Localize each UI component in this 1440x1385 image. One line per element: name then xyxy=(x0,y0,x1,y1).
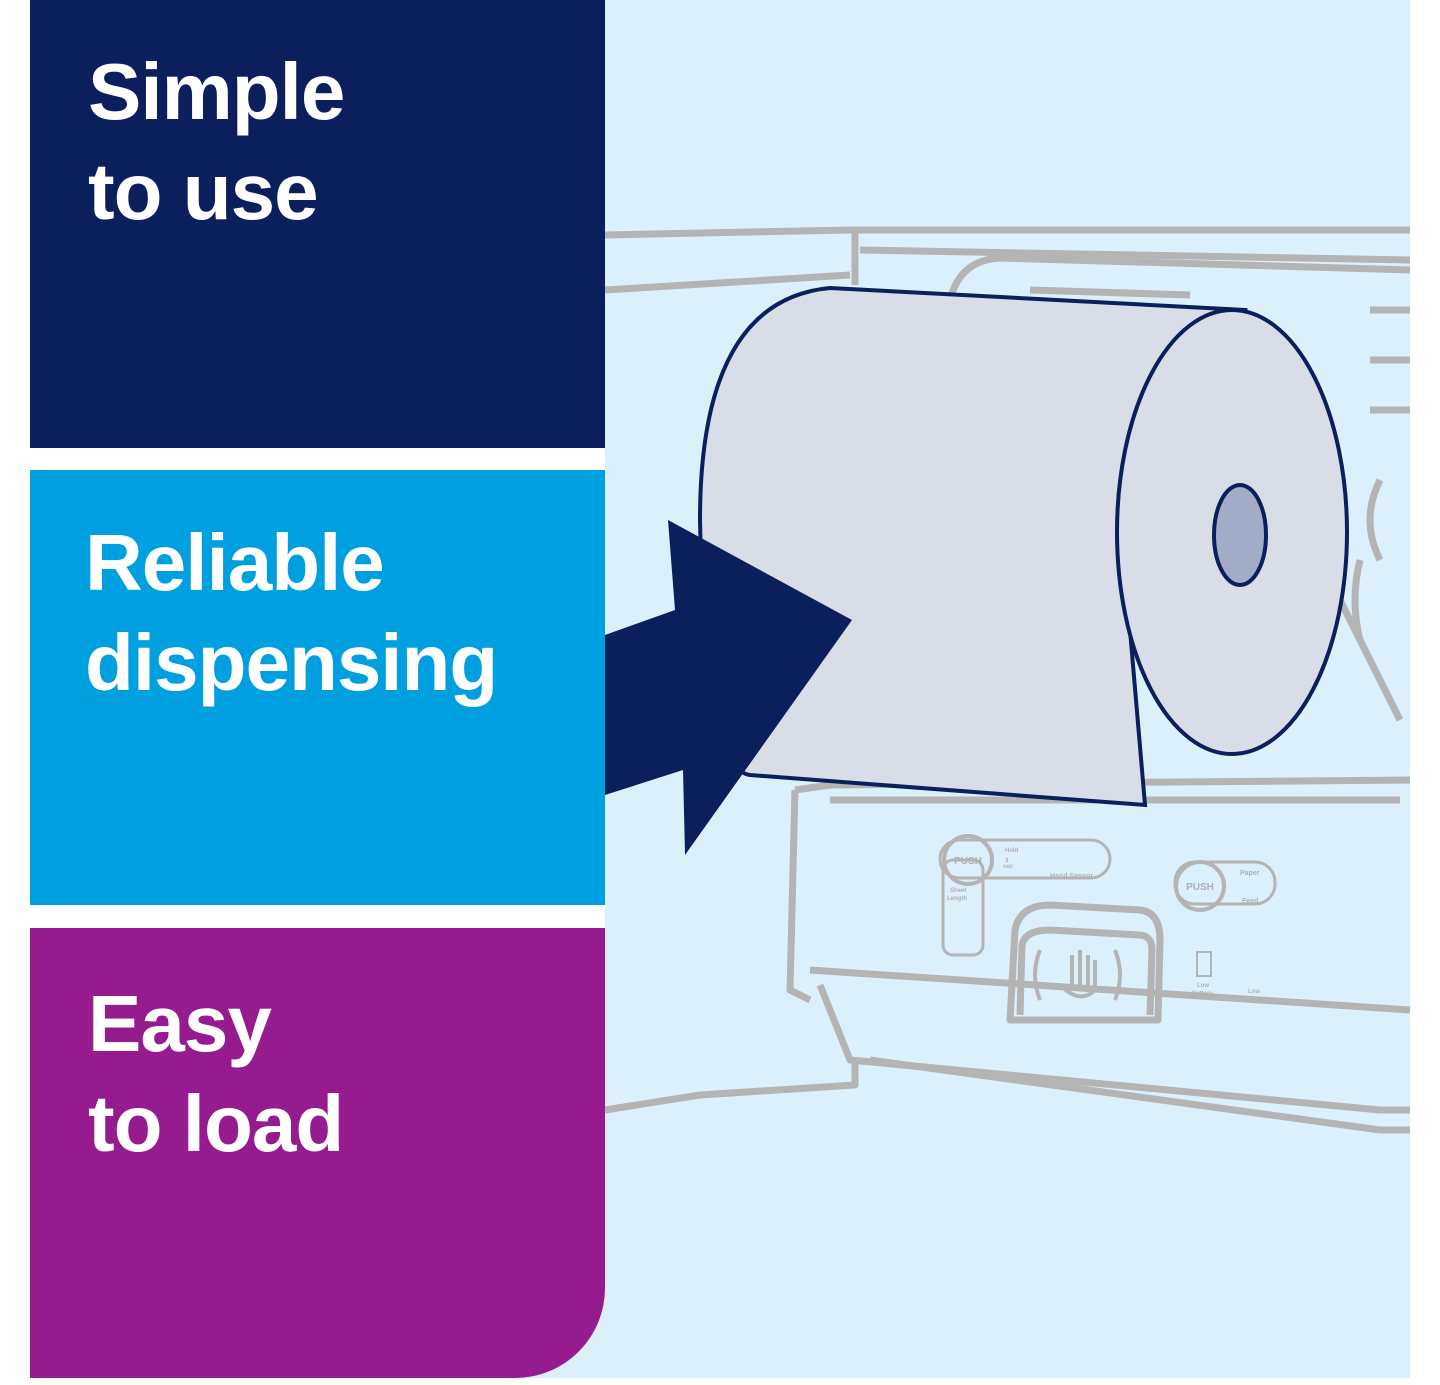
hold-unit: sec xyxy=(1003,864,1014,870)
battery-icon xyxy=(1196,951,1212,977)
arrow-right-icon xyxy=(605,520,852,855)
paper-label: Paper xyxy=(1240,870,1260,877)
sheet-label: Sheet xyxy=(950,888,966,894)
feature-subtitle: to use xyxy=(88,147,319,236)
divider xyxy=(30,905,605,928)
low-roll-label: Low xyxy=(1248,989,1260,995)
divider xyxy=(30,448,605,470)
feature-title: Easy xyxy=(88,979,272,1068)
feature-title: Reliable xyxy=(85,518,385,607)
low-battery-label: Low xyxy=(1197,983,1209,989)
length-label: Length xyxy=(947,896,967,902)
hand-sensor-label: Hand Sensor xyxy=(1050,873,1093,880)
push-label-right: PUSH xyxy=(1186,882,1214,893)
push-label: PUSH xyxy=(954,856,982,867)
hold-seconds: 3 xyxy=(1005,858,1009,864)
feature-panel-reliable: Reliable dispensing xyxy=(30,470,605,905)
feature-panel-simple: Simple to use xyxy=(30,0,605,448)
roll-label: Roll xyxy=(1250,997,1262,1003)
dispenser-labels: PUSH Hold 3 sec Hand Sensor Sheet Length… xyxy=(947,848,1262,1003)
battery-label: Battery xyxy=(1192,991,1213,997)
feature-title: Simple xyxy=(88,47,345,136)
hold-label: Hold xyxy=(1005,848,1019,854)
feed-label: Feed xyxy=(1242,898,1258,905)
hand-sensor-icon xyxy=(1033,949,1122,1001)
feature-panel-easy: Easy to load xyxy=(30,928,605,1378)
feature-subtitle: to load xyxy=(88,1079,344,1168)
feature-subtitle: dispensing xyxy=(85,618,498,707)
paper-roll-icon xyxy=(697,285,1349,808)
